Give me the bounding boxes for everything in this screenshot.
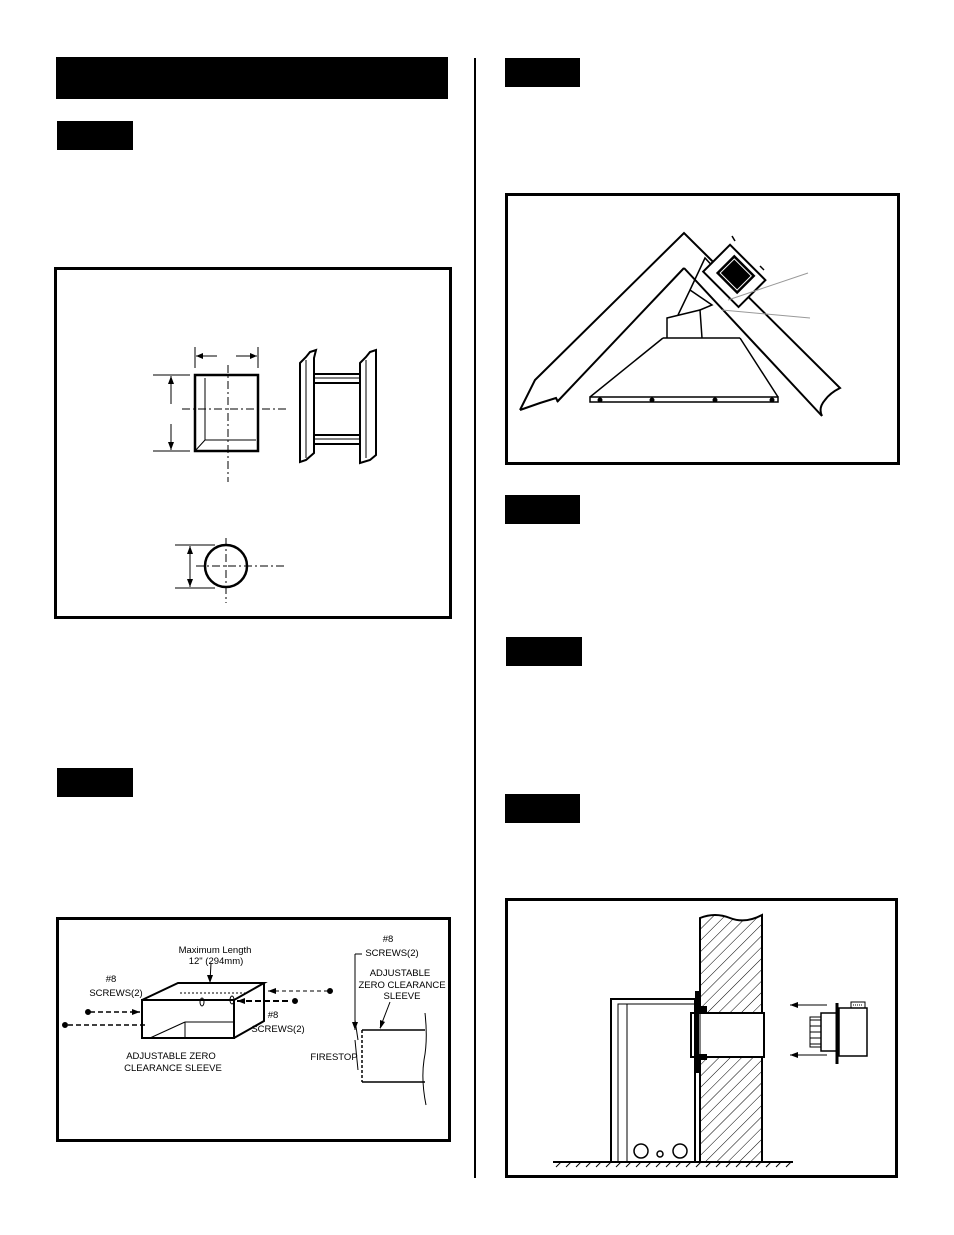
rectangular-opening-drawing: [153, 347, 286, 482]
firestop-label: FIRESTOP: [310, 1052, 357, 1063]
screws-mid-label: SCREWS(2): [251, 1024, 304, 1035]
screws-top-label: SCREWS(2): [365, 948, 418, 959]
sleeve-bottom-label: ADJUSTABLE ZERO: [126, 1051, 216, 1062]
step-label-bar: [505, 495, 580, 524]
screws-left-label: SCREWS(2): [89, 988, 142, 999]
step-label-bar: [505, 58, 580, 87]
screws-mid-label: #8: [268, 1010, 279, 1021]
step-label-bar: [506, 637, 582, 666]
figure-opening-dimensions: [54, 267, 452, 619]
step-label-bar: [57, 121, 133, 150]
screws-top-label: #8: [383, 934, 394, 945]
sleeve-right-label: ZERO CLEARANCE: [358, 980, 445, 991]
screws-left-label: #8: [106, 974, 117, 985]
wall-drawing: [553, 913, 868, 1168]
column-divider: [474, 58, 476, 1178]
step-label-bar: [505, 794, 580, 823]
round-opening-drawing: [175, 538, 286, 603]
max-length-label: Maximum Length: [179, 945, 252, 956]
sleeve-labels: Maximum Length 12" (294mm) #8 SCREWS(2) …: [89, 934, 445, 1074]
section-header-bar: [56, 57, 448, 99]
max-length-value: 12" (294mm): [189, 956, 244, 967]
sleeve-right-label: SLEEVE: [384, 991, 421, 1002]
sleeve-drawing: [62, 953, 427, 1106]
framed-opening-drawing: [299, 348, 377, 465]
sleeve-right-label: ADJUSTABLE: [370, 968, 431, 979]
roof-drawing: [519, 231, 842, 417]
figure-roof-installation: [505, 193, 900, 465]
sleeve-bottom-label: CLEARANCE SLEEVE: [124, 1063, 222, 1074]
step-label-bar: [57, 768, 133, 797]
